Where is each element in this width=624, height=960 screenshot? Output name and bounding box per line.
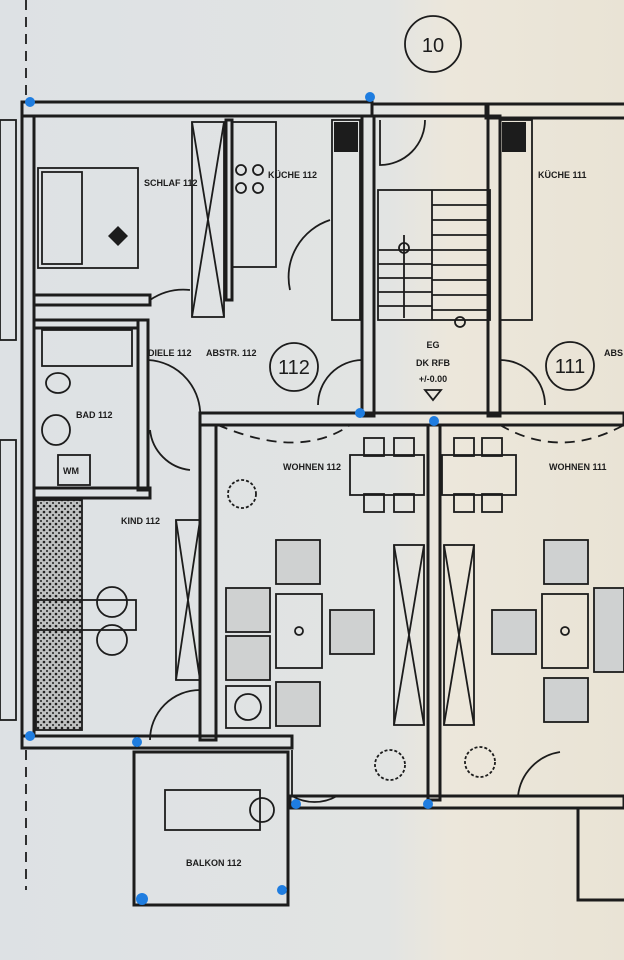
stair-finish: DK RFB (416, 358, 450, 368)
furniture: WM (35, 119, 624, 831)
unit-badge-111: 111 (545, 341, 595, 391)
stair-elevation: +/-0.00 (419, 374, 447, 384)
room-label-bad-112: BAD 112 (76, 410, 113, 420)
doors (147, 119, 624, 803)
wm-label: WM (63, 466, 79, 476)
marker-point[interactable] (132, 737, 142, 747)
room-label-abstr-112: ABSTR. 112 (206, 348, 257, 358)
room-label-wohnen-111: WOHNEN 111 (549, 462, 607, 472)
sheet-number-badge: 10 (404, 15, 462, 73)
marker-point[interactable] (429, 416, 439, 426)
marker-point[interactable] (355, 408, 365, 418)
unit-number-111: 111 (555, 356, 585, 378)
marker-point[interactable] (25, 731, 35, 741)
room-label-kueche-112: KÜCHE 112 (268, 170, 317, 180)
room-label-schlaf-112: SCHLAF 112 (144, 178, 198, 188)
unit-badge-112: 112 (269, 342, 319, 392)
level-marker-icon (423, 389, 443, 402)
room-labels: SCHLAF 112 KÜCHE 112 DIELE 112 ABSTR. 11… (76, 170, 623, 868)
room-label-kueche-111: KÜCHE 111 (538, 170, 587, 180)
room-label-abstr-111: ABS (604, 348, 623, 358)
marker-point[interactable] (136, 893, 148, 905)
room-label-balkon-112: BALKON 112 (186, 858, 242, 868)
room-label-wohnen-112: WOHNEN 112 (283, 462, 341, 472)
marker-point[interactable] (277, 885, 287, 895)
corner-markers (25, 92, 439, 905)
marker-point[interactable] (291, 799, 301, 809)
sheet-number: 10 (422, 35, 444, 57)
marker-point[interactable] (365, 92, 375, 102)
staircase (377, 189, 491, 402)
room-label-diele-112: DIELE 112 (148, 348, 192, 358)
unit-number-112: 112 (278, 357, 310, 379)
room-label-kind-112: KIND 112 (121, 516, 160, 526)
marker-point[interactable] (423, 799, 433, 809)
stair-level: EG (426, 340, 439, 350)
marker-point[interactable] (25, 97, 35, 107)
